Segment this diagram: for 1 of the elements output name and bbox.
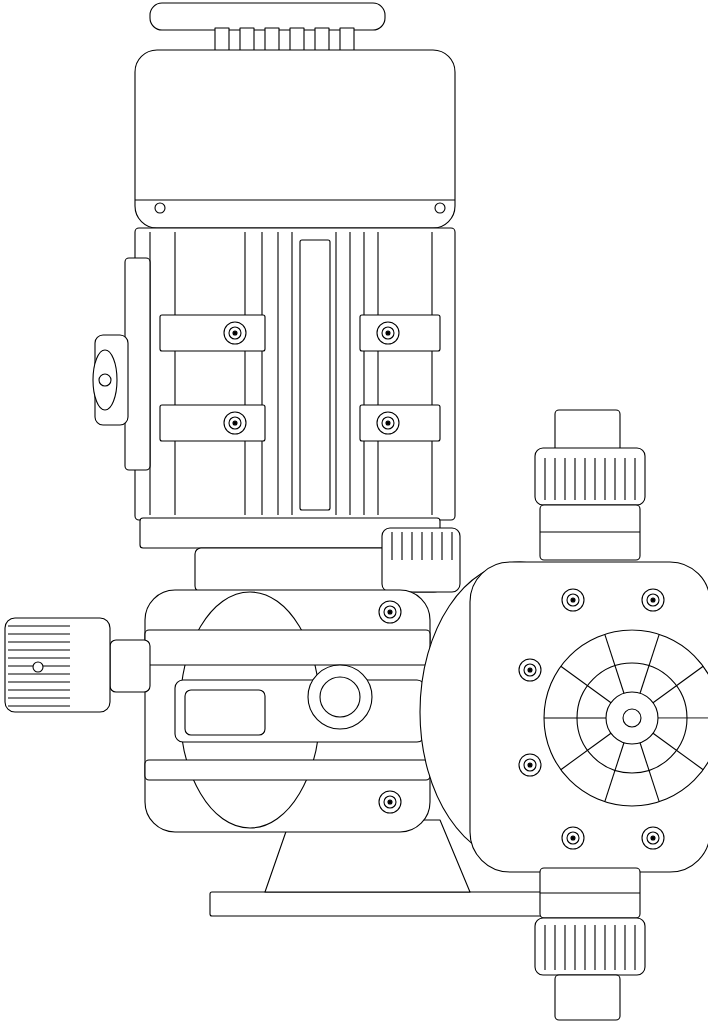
- pump-drawing: [4, 2, 708, 1021]
